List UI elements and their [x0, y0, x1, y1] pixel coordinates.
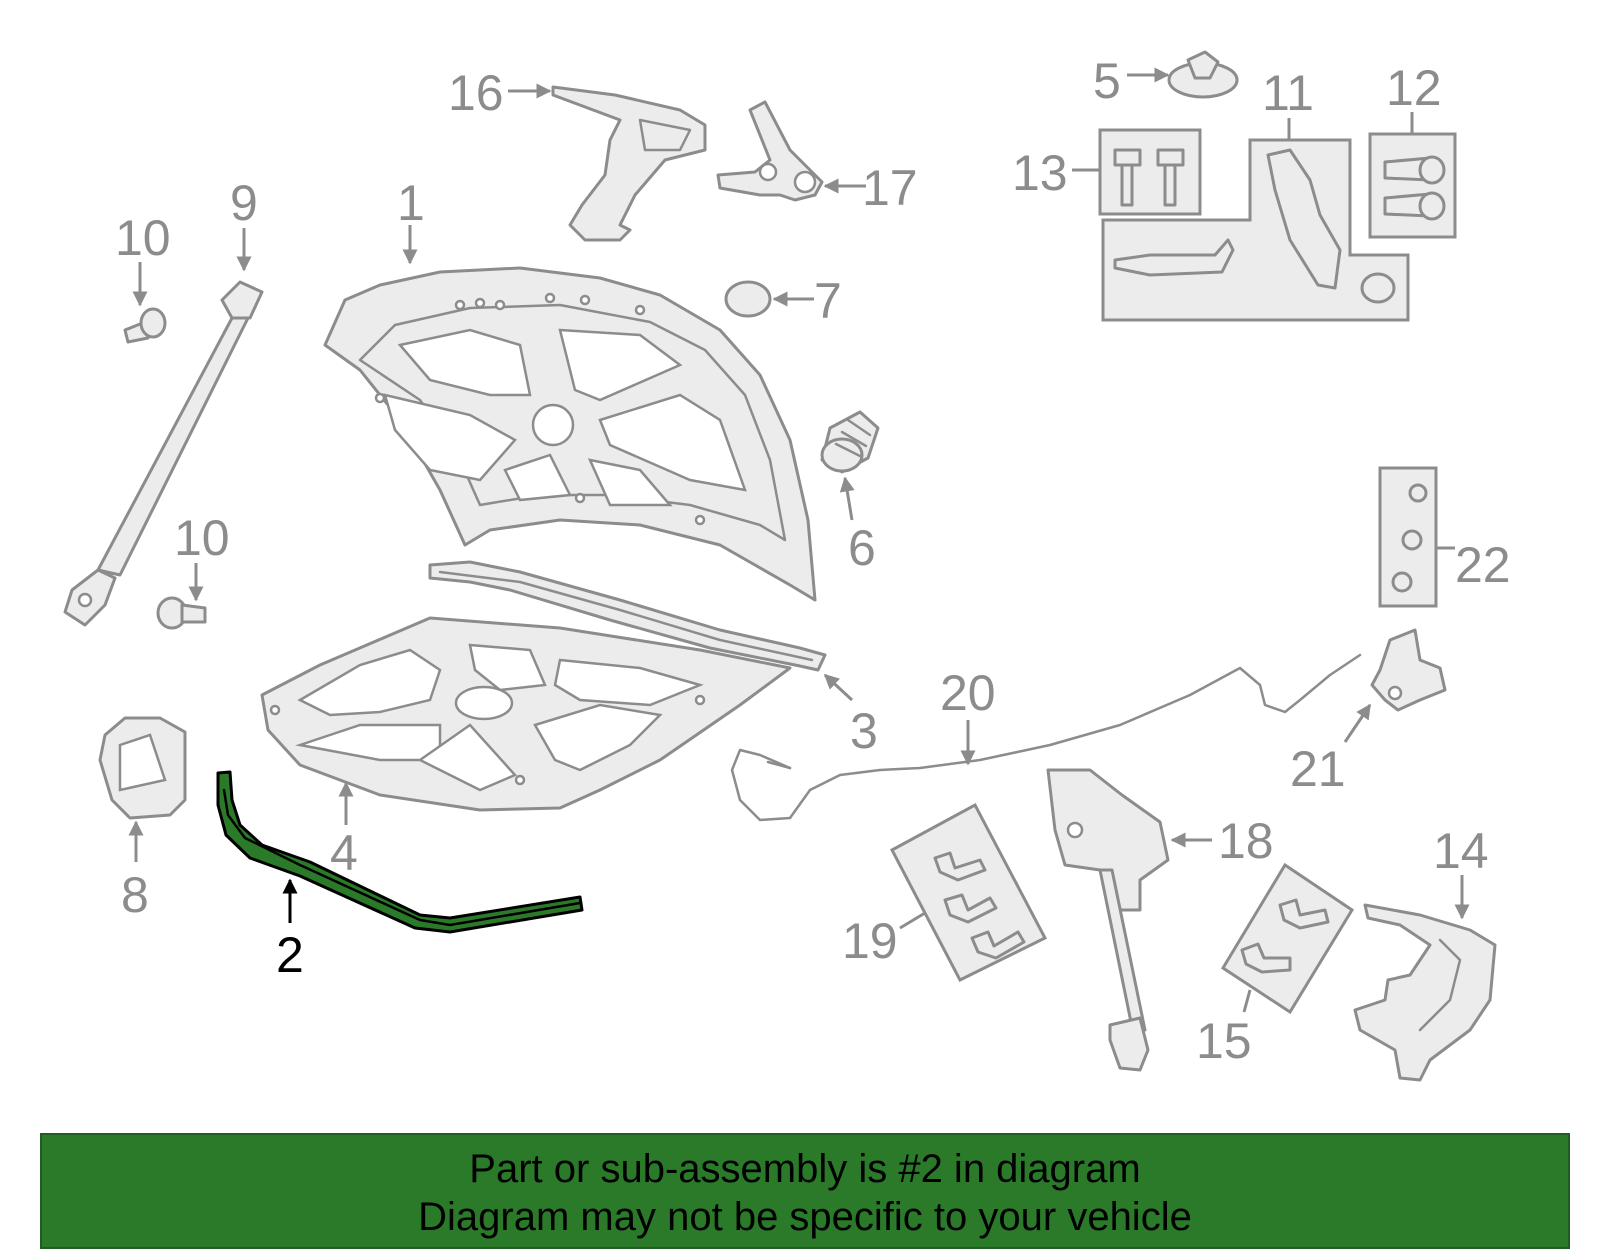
banner-line-2: Diagram may not be specific to your vehi… [418, 1195, 1192, 1239]
info-banner: Part or sub-assembly is #2 in diagram Di… [40, 1133, 1570, 1249]
callout-21: 21 [1290, 741, 1346, 797]
callout-9: 9 [230, 175, 258, 231]
bolt-part-10-lower [156, 596, 207, 630]
callout-12: 12 [1386, 60, 1442, 116]
hood-part-1 [323, 266, 817, 602]
bolts-box-part-12 [1368, 132, 1457, 239]
bumper-part-6 [820, 410, 880, 474]
bolts-box-part-13 [1098, 128, 1202, 216]
seal-part-3 [428, 560, 827, 672]
plug-part-7 [724, 280, 772, 318]
callout-8: 8 [121, 867, 149, 923]
strut-part-9 [63, 280, 264, 627]
callout-10-lower: 10 [174, 510, 230, 566]
bumper-part-8 [98, 716, 187, 820]
callout-13: 13 [1012, 145, 1068, 201]
clip-part-5 [1167, 50, 1239, 99]
seal-part-2-highlighted [216, 770, 584, 934]
spring-part-17 [716, 100, 824, 202]
callout-11: 11 [1262, 65, 1314, 121]
callout-2: 2 [276, 927, 304, 983]
leader-lines [128, 67, 1470, 1013]
callout-19: 19 [842, 913, 898, 969]
callout-16: 16 [448, 65, 504, 121]
callout-3: 3 [850, 703, 878, 759]
cable-part-20 [730, 653, 1362, 822]
parts-diagram: 1 2 3 4 5 6 7 8 9 10 10 11 12 13 14 15 1… [63, 50, 1511, 1082]
callout-5: 5 [1093, 53, 1121, 109]
hinge-part-16 [551, 85, 707, 242]
callout-20: 20 [940, 665, 996, 721]
callout-labels: 1 2 3 4 5 6 7 8 9 10 10 11 12 13 14 15 1… [115, 53, 1511, 1069]
callout-15: 15 [1196, 1013, 1252, 1069]
callout-4: 4 [330, 825, 358, 881]
callout-10-upper: 10 [115, 210, 171, 266]
release-part-21 [1370, 628, 1447, 712]
bolts-box-part-19 [889, 802, 1048, 982]
callout-6: 6 [848, 520, 876, 576]
bracket-part-14 [1353, 903, 1497, 1082]
callout-7: 7 [814, 273, 842, 329]
callout-17: 17 [862, 160, 918, 216]
callout-18: 18 [1218, 813, 1274, 869]
banner-line-1: Part or sub-assembly is #2 in diagram [469, 1147, 1141, 1191]
callout-14: 14 [1433, 823, 1489, 879]
bolt-part-10-upper [123, 307, 167, 344]
bolts-box-part-22 [1378, 466, 1438, 608]
callout-1: 1 [397, 175, 425, 231]
bolts-box-part-15 [1220, 862, 1355, 1015]
latch-part-18 [1046, 768, 1170, 1072]
bracket-box-part-11 [1101, 138, 1410, 322]
callout-22: 22 [1455, 537, 1511, 593]
insulator-part-4 [260, 616, 792, 812]
